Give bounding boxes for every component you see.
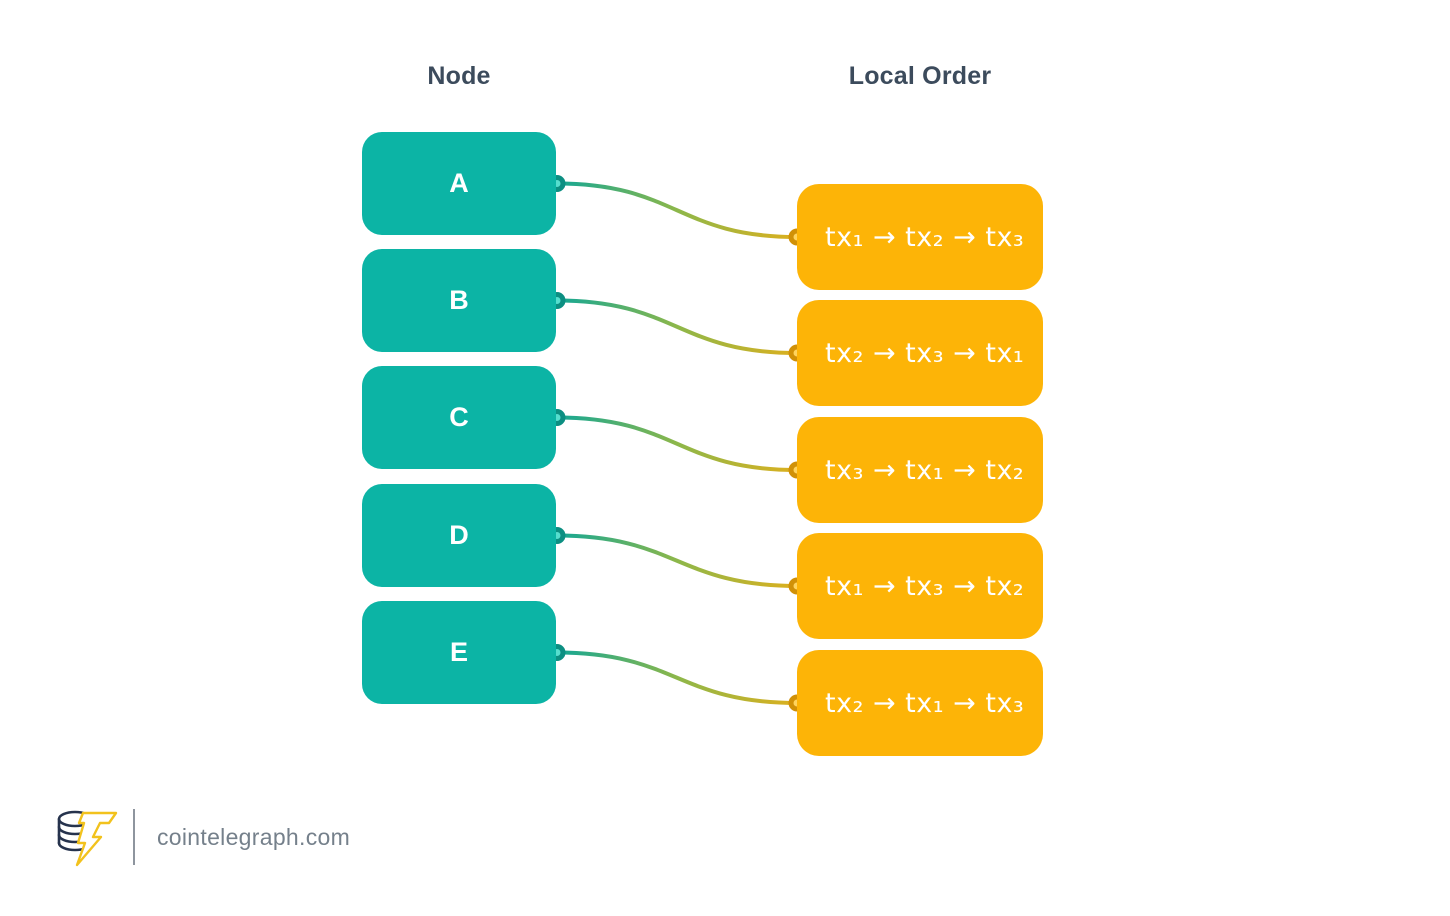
connector-curve-e [555,650,799,705]
footer-site-text: cointelegraph.com [157,823,351,850]
order-label: tx₁ → tx₃ → tx₂ [825,570,1025,602]
footer-brand: cointelegraph.com [55,804,350,870]
node-label: E [449,637,468,667]
order-label: tx₁ → tx₂ → tx₃ [825,221,1025,253]
connector-curve-b [555,298,799,355]
order-box-4: tx₁ → tx₃ → tx₂ [797,533,1043,639]
node-label: B [449,285,469,315]
node-box-c: C [362,366,556,469]
order-label: tx₃ → tx₁ → tx₂ [825,454,1025,486]
column-header-node: Node [427,62,491,90]
connector-curve-d [555,533,799,588]
node-label: C [449,402,469,432]
node-label: D [449,520,469,550]
cointelegraph-logo [57,810,118,867]
node-box-a: A [362,132,556,235]
order-box-5: tx₂ → tx₁ → tx₃ [797,650,1043,756]
connector-curve-a [555,181,799,239]
connector-curve-c [555,415,799,472]
order-box-3: tx₃ → tx₁ → tx₂ [797,417,1043,523]
node-box-b: B [362,249,556,352]
node-box-d: D [362,484,556,587]
lightning-bolt-icon [75,811,118,867]
node-box-e: E [362,601,556,704]
order-box-1: tx₁ → tx₂ → tx₃ [797,184,1043,290]
order-box-2: tx₂ → tx₃ → tx₁ [797,300,1043,406]
order-label: tx₂ → tx₃ → tx₁ [825,337,1025,369]
order-label: tx₂ → tx₁ → tx₃ [825,687,1025,719]
footer-divider [133,809,135,865]
column-header-local-order: Local Order [848,62,992,90]
node-label: A [449,168,469,198]
